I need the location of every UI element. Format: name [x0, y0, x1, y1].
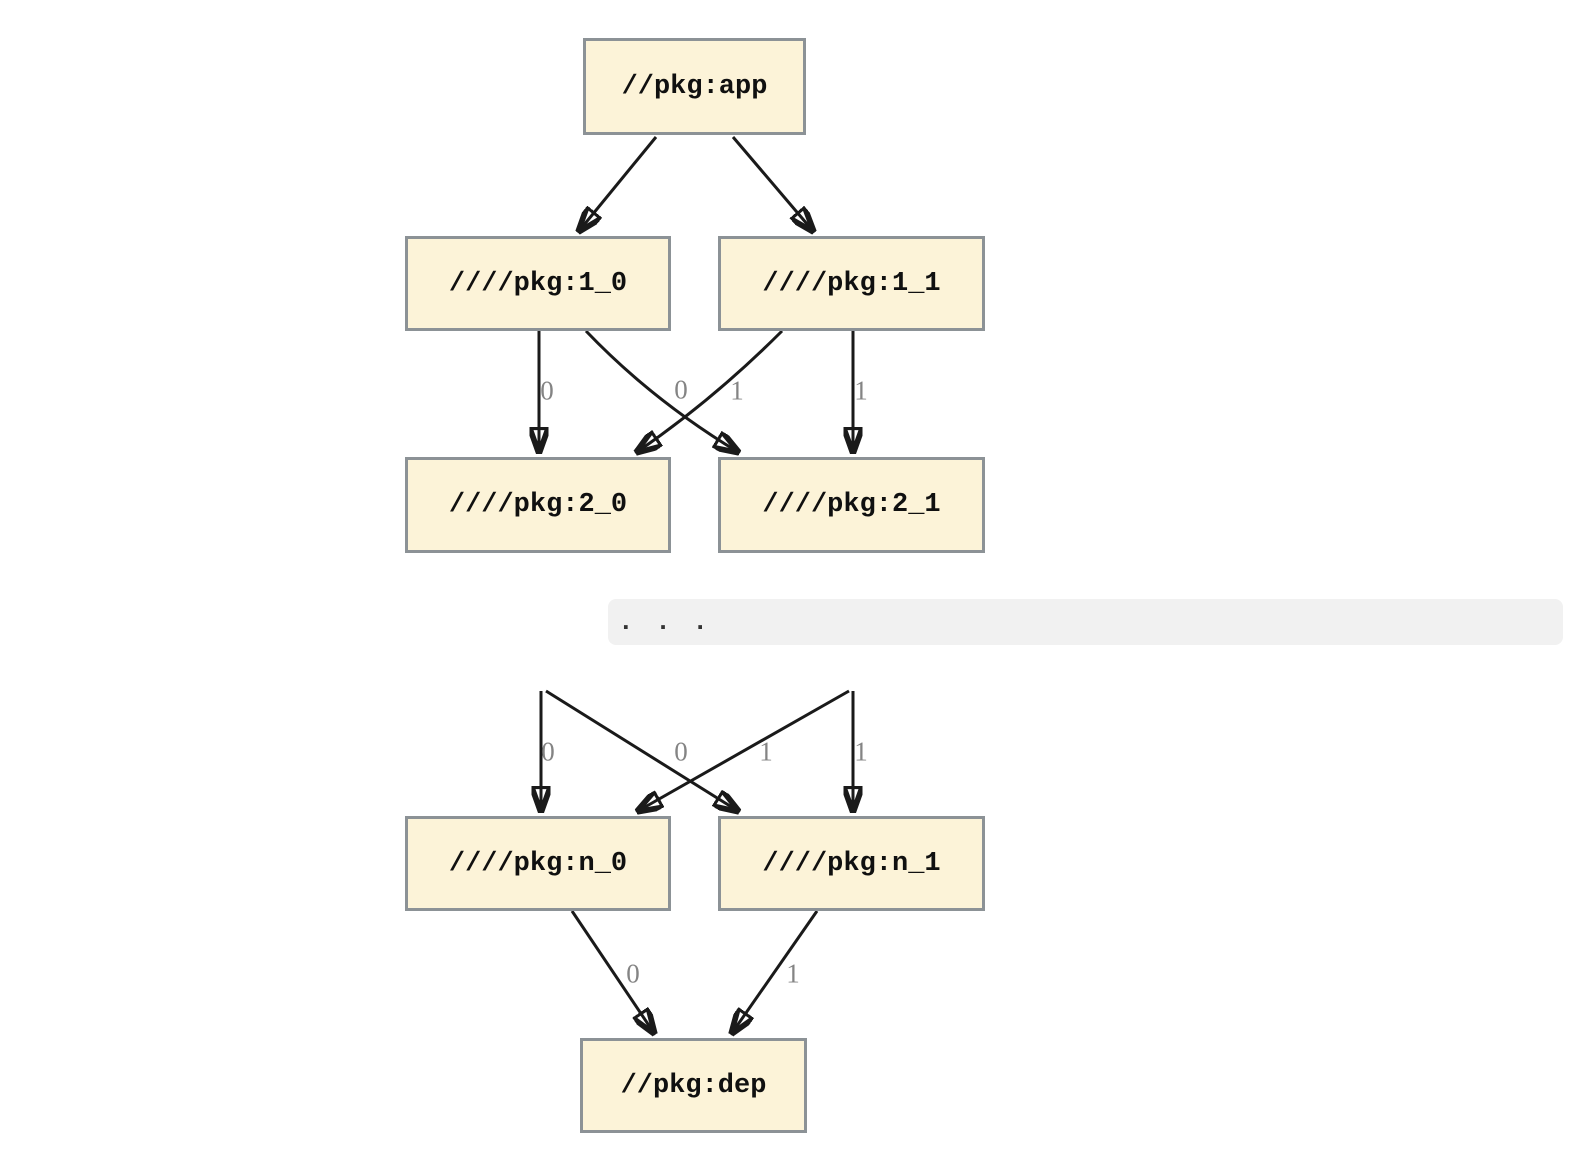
edge-label-1_1-2_1: 1	[854, 375, 868, 406]
node-pkg-app: //pkg:app	[583, 38, 806, 135]
node-pkg-2_0: ////pkg:2_0	[405, 457, 671, 553]
edge-label-n_1-dep: 1	[786, 958, 800, 989]
node-pkg-2_1-label: ////pkg:2_1	[762, 490, 941, 520]
edge-app-to-1_1	[731, 136, 813, 231]
node-pkg-n_0-label: ////pkg:n_0	[448, 848, 628, 879]
node-pkg-2_0-label: ////pkg:2_0	[448, 490, 628, 520]
ellipsis-dots: . . .	[618, 607, 709, 637]
node-pkg-1_0: ////pkg:1_0	[405, 236, 671, 331]
edge-ellipsis-to-n_1-diagonal	[545, 689, 738, 811]
node-pkg-1_1: ////pkg:1_1	[718, 236, 985, 331]
edge-label-ellipsis-n_0-vertical: 0	[541, 736, 555, 767]
edge-label-1_1-2_0: 1	[730, 375, 744, 406]
edge-n_0-to-dep	[570, 910, 654, 1033]
edge-1_1-to-2_0	[637, 329, 784, 452]
edge-label-ellipsis-n_1-diagonal: 0	[674, 736, 688, 767]
node-pkg-dep-label: //pkg:dep	[620, 1070, 767, 1101]
edge-label-ellipsis-n_1-vertical: 1	[854, 736, 868, 767]
node-pkg-n_1-label: ////pkg:n_1	[762, 848, 941, 879]
edge-label-ellipsis-n_0-diagonal: 1	[759, 736, 773, 767]
edge-1_0-to-2_1	[584, 329, 738, 452]
edge-app-to-1_0	[579, 136, 658, 231]
node-pkg-1_0-label: ////pkg:1_0	[448, 268, 628, 299]
edge-n_1-to-dep	[732, 910, 819, 1033]
node-pkg-dep: //pkg:dep	[580, 1038, 807, 1133]
node-pkg-n_1: ////pkg:n_1	[718, 816, 985, 911]
node-pkg-2_1: ////pkg:2_1	[718, 457, 985, 553]
edge-label-1_0-2_0: 0	[540, 375, 554, 406]
ellipsis-code-bar: . . .	[608, 599, 1563, 645]
edge-label-1_0-2_1: 0	[674, 374, 688, 405]
node-pkg-1_1-label: ////pkg:1_1	[762, 268, 941, 299]
edge-label-n_0-dep: 0	[626, 958, 640, 989]
node-pkg-app-label: //pkg:app	[621, 71, 768, 102]
edge-ellipsis-to-n_0-diagonal	[638, 689, 850, 811]
node-pkg-n_0: ////pkg:n_0	[405, 816, 671, 911]
